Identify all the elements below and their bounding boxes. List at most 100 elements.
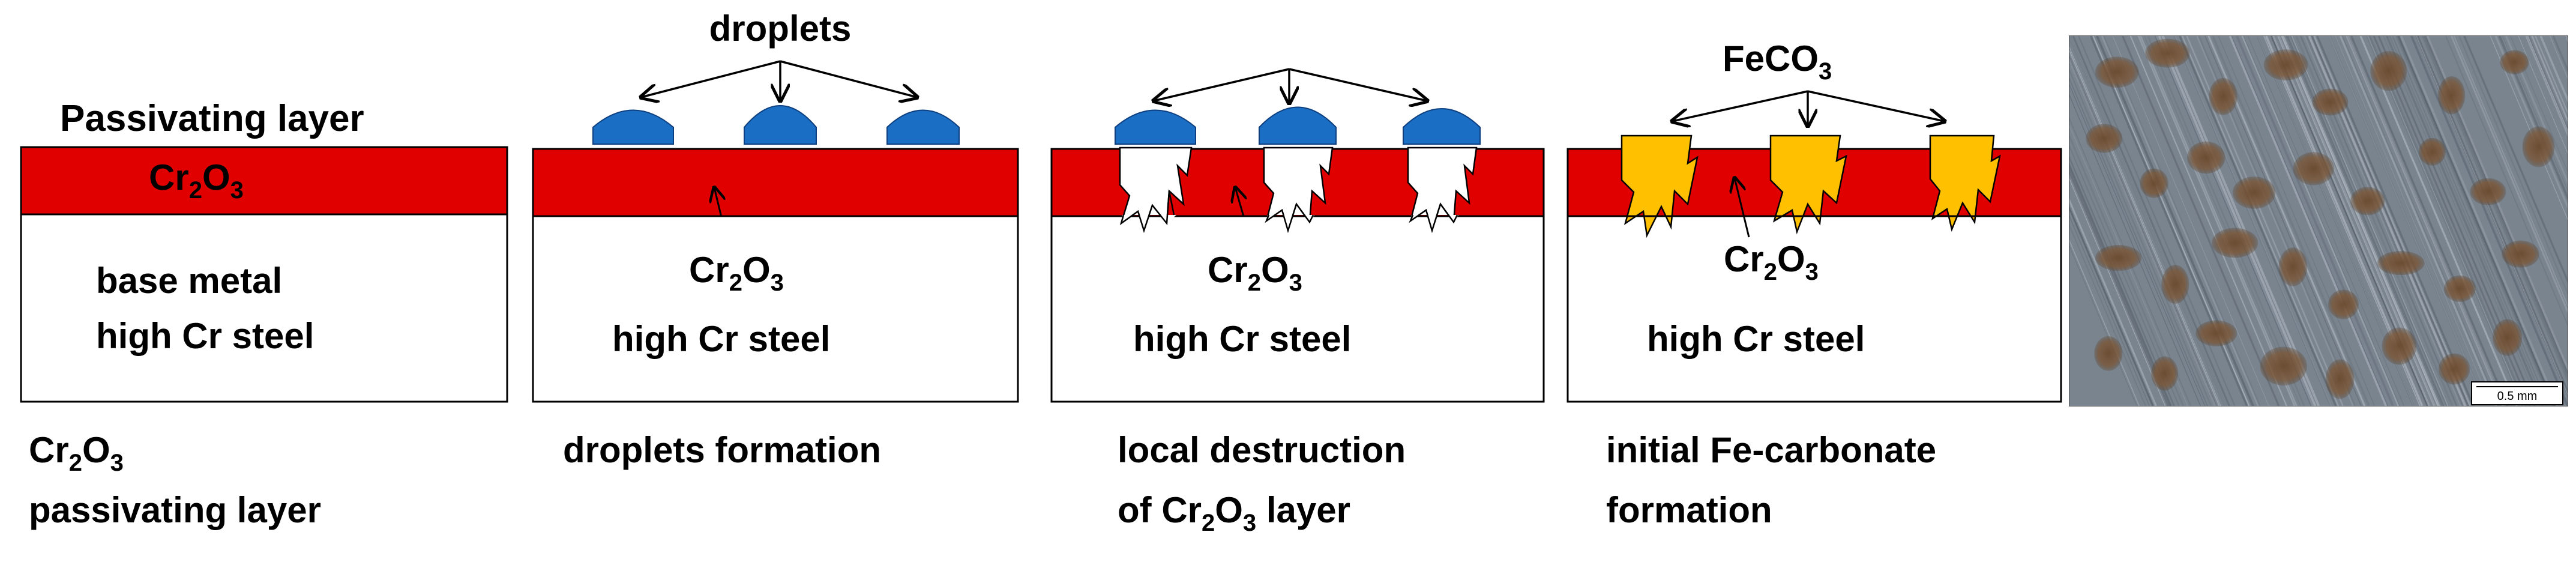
scratch-line [2328, 36, 2486, 406]
scratch-line [2069, 77, 2208, 406]
steel-block [1050, 215, 1545, 403]
corrosion-spot [2095, 244, 2142, 271]
scratch-line [2243, 36, 2400, 406]
scratch-line [2069, 206, 2154, 406]
corrosion-spot [2212, 228, 2259, 258]
scratch-line [2147, 36, 2305, 406]
scratch-line [2102, 36, 2261, 406]
scale-bar-label: 0.5 mm [2497, 390, 2538, 403]
scratch-line [2453, 36, 2568, 307]
scratch-line [2395, 36, 2554, 406]
pit-fill [1121, 205, 1176, 231]
scratch-line [2494, 36, 2568, 210]
scratch-line [2463, 36, 2568, 283]
corrosion-spot [2500, 50, 2529, 74]
scratch-line [2335, 36, 2492, 406]
steel-label: high Cr steel [96, 316, 314, 356]
scratch-line [2162, 36, 2320, 406]
scratch-line [2069, 36, 2227, 406]
scratch-line [2181, 36, 2339, 406]
steel-label: high Cr steel [612, 319, 830, 359]
caption-local-destruction: local destruction [1118, 430, 1406, 470]
panel-passivating-layer: Passivating layer Cr2O3 base metal high … [20, 98, 508, 530]
scratch-line [2069, 68, 2212, 406]
droplet [1259, 106, 1337, 145]
caption-droplets-formation: droplets formation [563, 430, 881, 470]
corrosion-spot [2086, 124, 2123, 153]
caption-oxide-layer: of Cr2O3 layer [1118, 490, 1350, 536]
scratch-line [2101, 36, 2259, 406]
scratch-line [2231, 36, 2388, 406]
droplet [1115, 109, 1196, 145]
droplet [886, 109, 960, 145]
scratch-line [2539, 36, 2568, 103]
corrosion-spot [2195, 320, 2237, 346]
scratch-line [2122, 36, 2280, 406]
scratch-line [2069, 178, 2166, 406]
scratch-line [2398, 36, 2556, 406]
base-metal-label: base metal [96, 261, 282, 301]
scratch-line [2161, 36, 2320, 406]
steel-block [532, 215, 1019, 403]
scratch-line [2069, 125, 2188, 406]
oxide-formula: Cr2O3 [1208, 250, 1302, 296]
corrosion-spot [2095, 56, 2139, 88]
scratch-line [2445, 36, 2568, 327]
scratch-line [2490, 36, 2568, 220]
scratch-line [2069, 46, 2221, 406]
scale-bar-box [2471, 381, 2563, 405]
scratch-line [2070, 36, 2227, 406]
corrosion-spot [2439, 353, 2470, 385]
micrograph-photo: 0.5 mm [2069, 35, 2576, 406]
corrosion-spot [2161, 265, 2189, 304]
scratch-line [2112, 36, 2269, 406]
corrosion-spot [2382, 327, 2417, 365]
pit-fill [1266, 204, 1314, 231]
pit-fill [1410, 204, 1458, 231]
corrosion-spot [2263, 49, 2308, 80]
pit-outline [1409, 202, 1458, 234]
corrosion-spot [2370, 50, 2407, 91]
scratch-line [2069, 169, 2169, 406]
scratch-line [2242, 36, 2400, 406]
corrosion-spot [2522, 126, 2555, 168]
scratch-line [2144, 36, 2301, 406]
corrosion-spot [2151, 356, 2179, 391]
scratch-line [2535, 36, 2568, 115]
droplet-arrows [641, 60, 917, 101]
scratch-line [2339, 36, 2498, 406]
corrosion-spot [2209, 77, 2237, 115]
carbonate-crystal [1621, 134, 1699, 238]
scratch-line [2069, 56, 2217, 406]
scratch-line [2069, 134, 2184, 406]
scratch-line [2328, 36, 2487, 406]
scratch-line [2525, 36, 2568, 137]
scratch-line [2498, 36, 2568, 201]
scratch-line [2069, 156, 2175, 406]
pit-outline [1119, 190, 1175, 234]
scratch-line [2571, 36, 2576, 406]
scratch-line [2528, 36, 2568, 130]
steel-label: high Cr steel [1133, 319, 1351, 359]
scratch-line [2346, 36, 2503, 406]
scratch-line [2162, 36, 2320, 406]
corrosion-spot [2350, 187, 2385, 216]
scratch-line [2510, 36, 2568, 173]
scratch-line [2156, 36, 2314, 406]
scratch-line [2154, 36, 2312, 406]
droplet [592, 109, 674, 145]
panel-carbonate-formation: FeCO3 Cr2O3 high Cr steel initial Fe-car… [1566, 38, 2062, 530]
scratch-line [2069, 49, 2220, 406]
scratch-line [2228, 36, 2388, 406]
carbonate-arrows [1672, 90, 1945, 126]
corrosion-spot [2232, 177, 2276, 209]
corrosion-spot [2502, 240, 2539, 268]
scratch-line [2179, 36, 2337, 406]
oxide-layer [20, 146, 508, 216]
passivating-layer-label: Passivating layer [60, 98, 364, 139]
oxide-formula: Cr2O3 [1724, 239, 1819, 285]
scratch-line [2458, 36, 2568, 295]
corrosion-spot [2438, 76, 2466, 115]
carbonate-crystal [1929, 134, 2001, 232]
